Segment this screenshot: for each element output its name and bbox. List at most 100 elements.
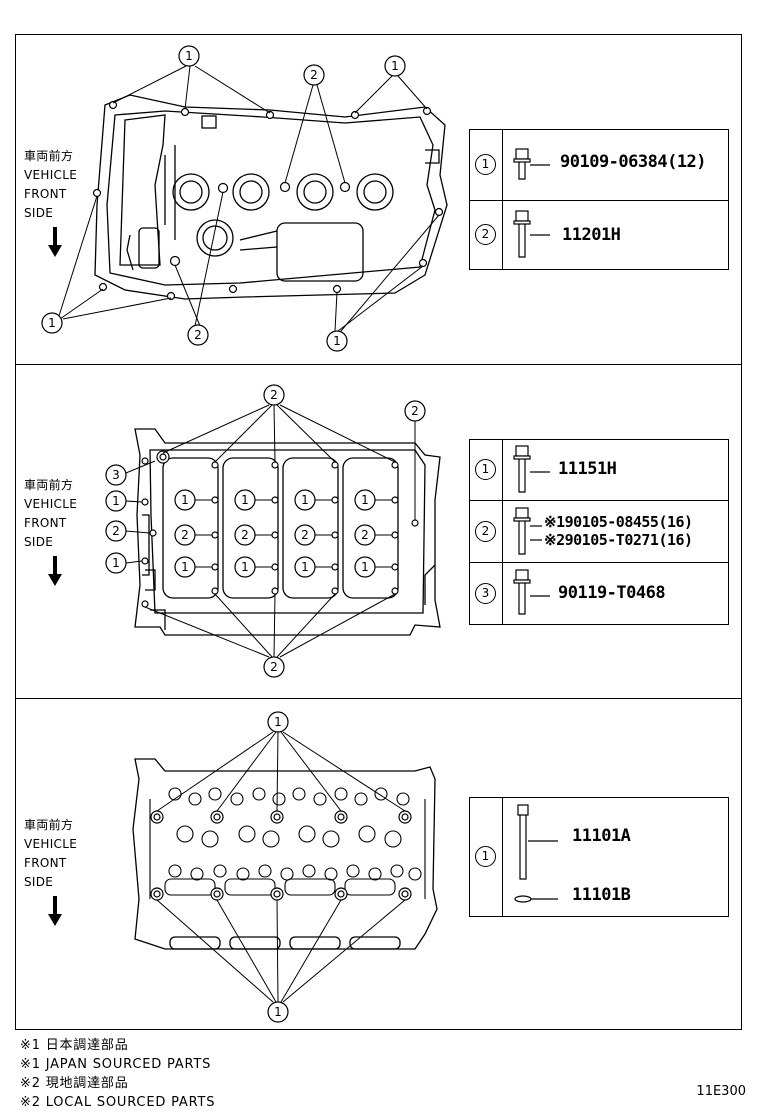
svg-text:2: 2 — [361, 528, 369, 542]
callout-1: 1 — [234, 489, 256, 511]
svg-text:2: 2 — [241, 528, 249, 542]
part-number: 11151H — [558, 459, 617, 479]
long-bolt-icon — [513, 445, 550, 493]
svg-text:3: 3 — [112, 468, 120, 482]
callout-1: 1 — [267, 1001, 289, 1023]
svg-text:2: 2 — [270, 388, 278, 402]
svg-text:1: 1 — [391, 59, 399, 73]
callout-1: 1 — [267, 711, 289, 733]
flange-bolt-icon — [513, 148, 550, 180]
callout-1: 1 — [384, 55, 406, 77]
svg-text:1: 1 — [301, 493, 309, 507]
note-japan-jp: ※1 日本調達部品 — [20, 1038, 129, 1053]
callout-2: 2 — [354, 524, 376, 546]
vehicle-front-label: 車両前方 VEHICLE FRONT SIDE — [24, 147, 77, 257]
arrow-down-icon — [48, 896, 62, 926]
legend-row: 2 ※190105-08455(16) ※290105-T0271(16) — [470, 500, 728, 562]
callout-2: 2 — [294, 524, 316, 546]
parts-legend: 1 11101A 11101B — [469, 797, 729, 917]
note-local-jp: ※2 現地調達部品 — [20, 1076, 129, 1091]
camshaft-housing-drawing: 1 2 1 1 2 1 — [41, 45, 448, 352]
head-bolt-washer-icon — [514, 804, 558, 903]
callout-3: 3 — [105, 464, 127, 486]
note-japan-en: ※1 JAPAN SOURCED PARTS — [20, 1057, 212, 1072]
callout-1: 1 — [326, 330, 348, 352]
panel-camshaft-housing: 1 2 1 1 2 1 車両前方 V — [15, 35, 742, 364]
callout-2: 2 — [174, 524, 196, 546]
svg-text:1: 1 — [185, 49, 193, 63]
callout-1: 1 — [294, 556, 316, 578]
svg-text:2: 2 — [181, 528, 189, 542]
callout-1: 1 — [41, 312, 63, 334]
legend-index: 2 — [475, 224, 496, 245]
panel-separator — [15, 364, 742, 365]
panel-camshaft-bearing-cap: 2 2 2 3 1 2 1 1 1 1 1 2 2 2 2 1 1 1 1 車両… — [15, 365, 742, 698]
part-number-japan: ※190105-08455(16) — [544, 513, 693, 531]
legend-index: 1 — [475, 459, 496, 480]
svg-text:1: 1 — [361, 493, 369, 507]
svg-text:2: 2 — [301, 528, 309, 542]
svg-text:1: 1 — [112, 494, 120, 508]
panel-cylinder-head: 1 1 車両前方 VEHICLE FRONT SIDE 1 11101A 111… — [15, 699, 742, 1030]
cylinder-head-drawing: 1 1 — [132, 711, 438, 1023]
bearing-cap-drawing: 2 2 2 3 1 2 1 1 1 1 1 2 2 2 2 1 1 1 1 — [105, 384, 441, 678]
part-number: 90119-T0468 — [558, 583, 666, 603]
panel-separator — [15, 698, 742, 699]
note-local-en: ※2 LOCAL SOURCED PARTS — [20, 1095, 216, 1110]
callout-1: 1 — [178, 45, 200, 67]
diagram-frame — [15, 34, 742, 1030]
callout-1: 1 — [105, 552, 127, 574]
svg-text:2: 2 — [411, 404, 419, 418]
callout-1: 1 — [294, 489, 316, 511]
part-number: 11201H — [562, 225, 621, 245]
callout-1: 1 — [354, 556, 376, 578]
svg-text:2: 2 — [194, 328, 202, 342]
legend-row: 1 11101A 11101B — [470, 798, 728, 916]
svg-text:1: 1 — [274, 715, 282, 729]
callout-1: 1 — [354, 489, 376, 511]
arrow-down-icon — [48, 556, 62, 586]
callout-2: 2 — [234, 524, 256, 546]
diagram-code: 11E300 — [696, 1084, 746, 1099]
callout-1: 1 — [174, 489, 196, 511]
callout-2: 2 — [404, 400, 426, 422]
vehicle-front-label: 車両前方 VEHICLE FRONT SIDE — [24, 476, 77, 586]
sourcing-notes: ※1 日本調達部品 ※1 JAPAN SOURCED PARTS ※2 現地調達… — [20, 1036, 215, 1112]
long-bolt-icon — [513, 506, 542, 555]
callout-2: 2 — [263, 384, 285, 406]
svg-text:1: 1 — [361, 560, 369, 574]
callout-2: 2 — [303, 64, 325, 86]
svg-text:1: 1 — [301, 560, 309, 574]
legend-row: 3 90119-T0468 — [470, 562, 728, 624]
vehicle-front-label: 車両前方 VEHICLE FRONT SIDE — [24, 816, 77, 926]
callout-2: 2 — [263, 656, 285, 678]
parts-legend: 1 90109-06384(12) 2 11201H — [469, 129, 729, 270]
svg-text:1: 1 — [274, 1005, 282, 1019]
callout-2: 2 — [105, 520, 127, 542]
svg-text:2: 2 — [112, 524, 120, 538]
callout-1: 1 — [174, 556, 196, 578]
legend-index: 1 — [475, 154, 496, 175]
flange-bolt-icon — [513, 568, 550, 615]
svg-text:1: 1 — [48, 316, 56, 330]
long-bolt-icon — [513, 210, 550, 258]
part-number: 90109-06384(12) — [560, 152, 707, 172]
svg-text:2: 2 — [310, 68, 318, 82]
svg-text:1: 1 — [181, 493, 189, 507]
callout-1: 1 — [105, 490, 127, 512]
arrow-down-icon — [48, 227, 62, 257]
svg-text:1: 1 — [112, 556, 120, 570]
part-number-bolt: 11101A — [572, 826, 631, 846]
svg-text:1: 1 — [181, 560, 189, 574]
legend-index: 3 — [475, 582, 496, 604]
parts-legend: 1 11151H 2 ※190105-08455(16) ※290105-T02… — [469, 439, 729, 625]
svg-text:1: 1 — [241, 560, 249, 574]
svg-text:1: 1 — [333, 334, 341, 348]
callout-2: 2 — [187, 324, 209, 346]
legend-row: 1 11151H — [470, 440, 728, 500]
legend-index: 2 — [475, 520, 496, 542]
part-number-washer: 11101B — [572, 885, 631, 905]
part-number-local: ※290105-T0271(16) — [544, 531, 693, 549]
callout-1: 1 — [234, 556, 256, 578]
legend-row: 2 11201H — [470, 200, 728, 269]
